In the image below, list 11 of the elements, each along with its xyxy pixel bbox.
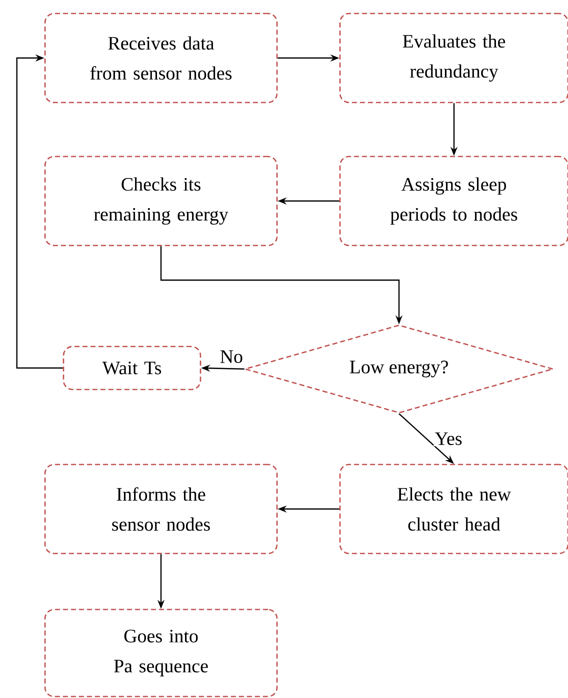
process-box: Goes into Pa sequence	[44, 608, 278, 698]
arrow	[16, 54, 63, 369]
process-box: Receives data from sensor nodes	[44, 12, 278, 104]
process-box: Wait Ts	[62, 346, 202, 390]
process-box: Checks its remaining energy	[44, 156, 278, 246]
edge-label: No	[218, 349, 244, 364]
edge-label: Yes	[434, 431, 464, 446]
process-box: Informs the sensor nodes	[44, 464, 278, 554]
process-box: Assigns sleep periods to nodes	[339, 156, 568, 246]
process-box: Evaluates the redundancy	[339, 12, 568, 104]
process-box: Elects the new cluster head	[339, 464, 568, 554]
